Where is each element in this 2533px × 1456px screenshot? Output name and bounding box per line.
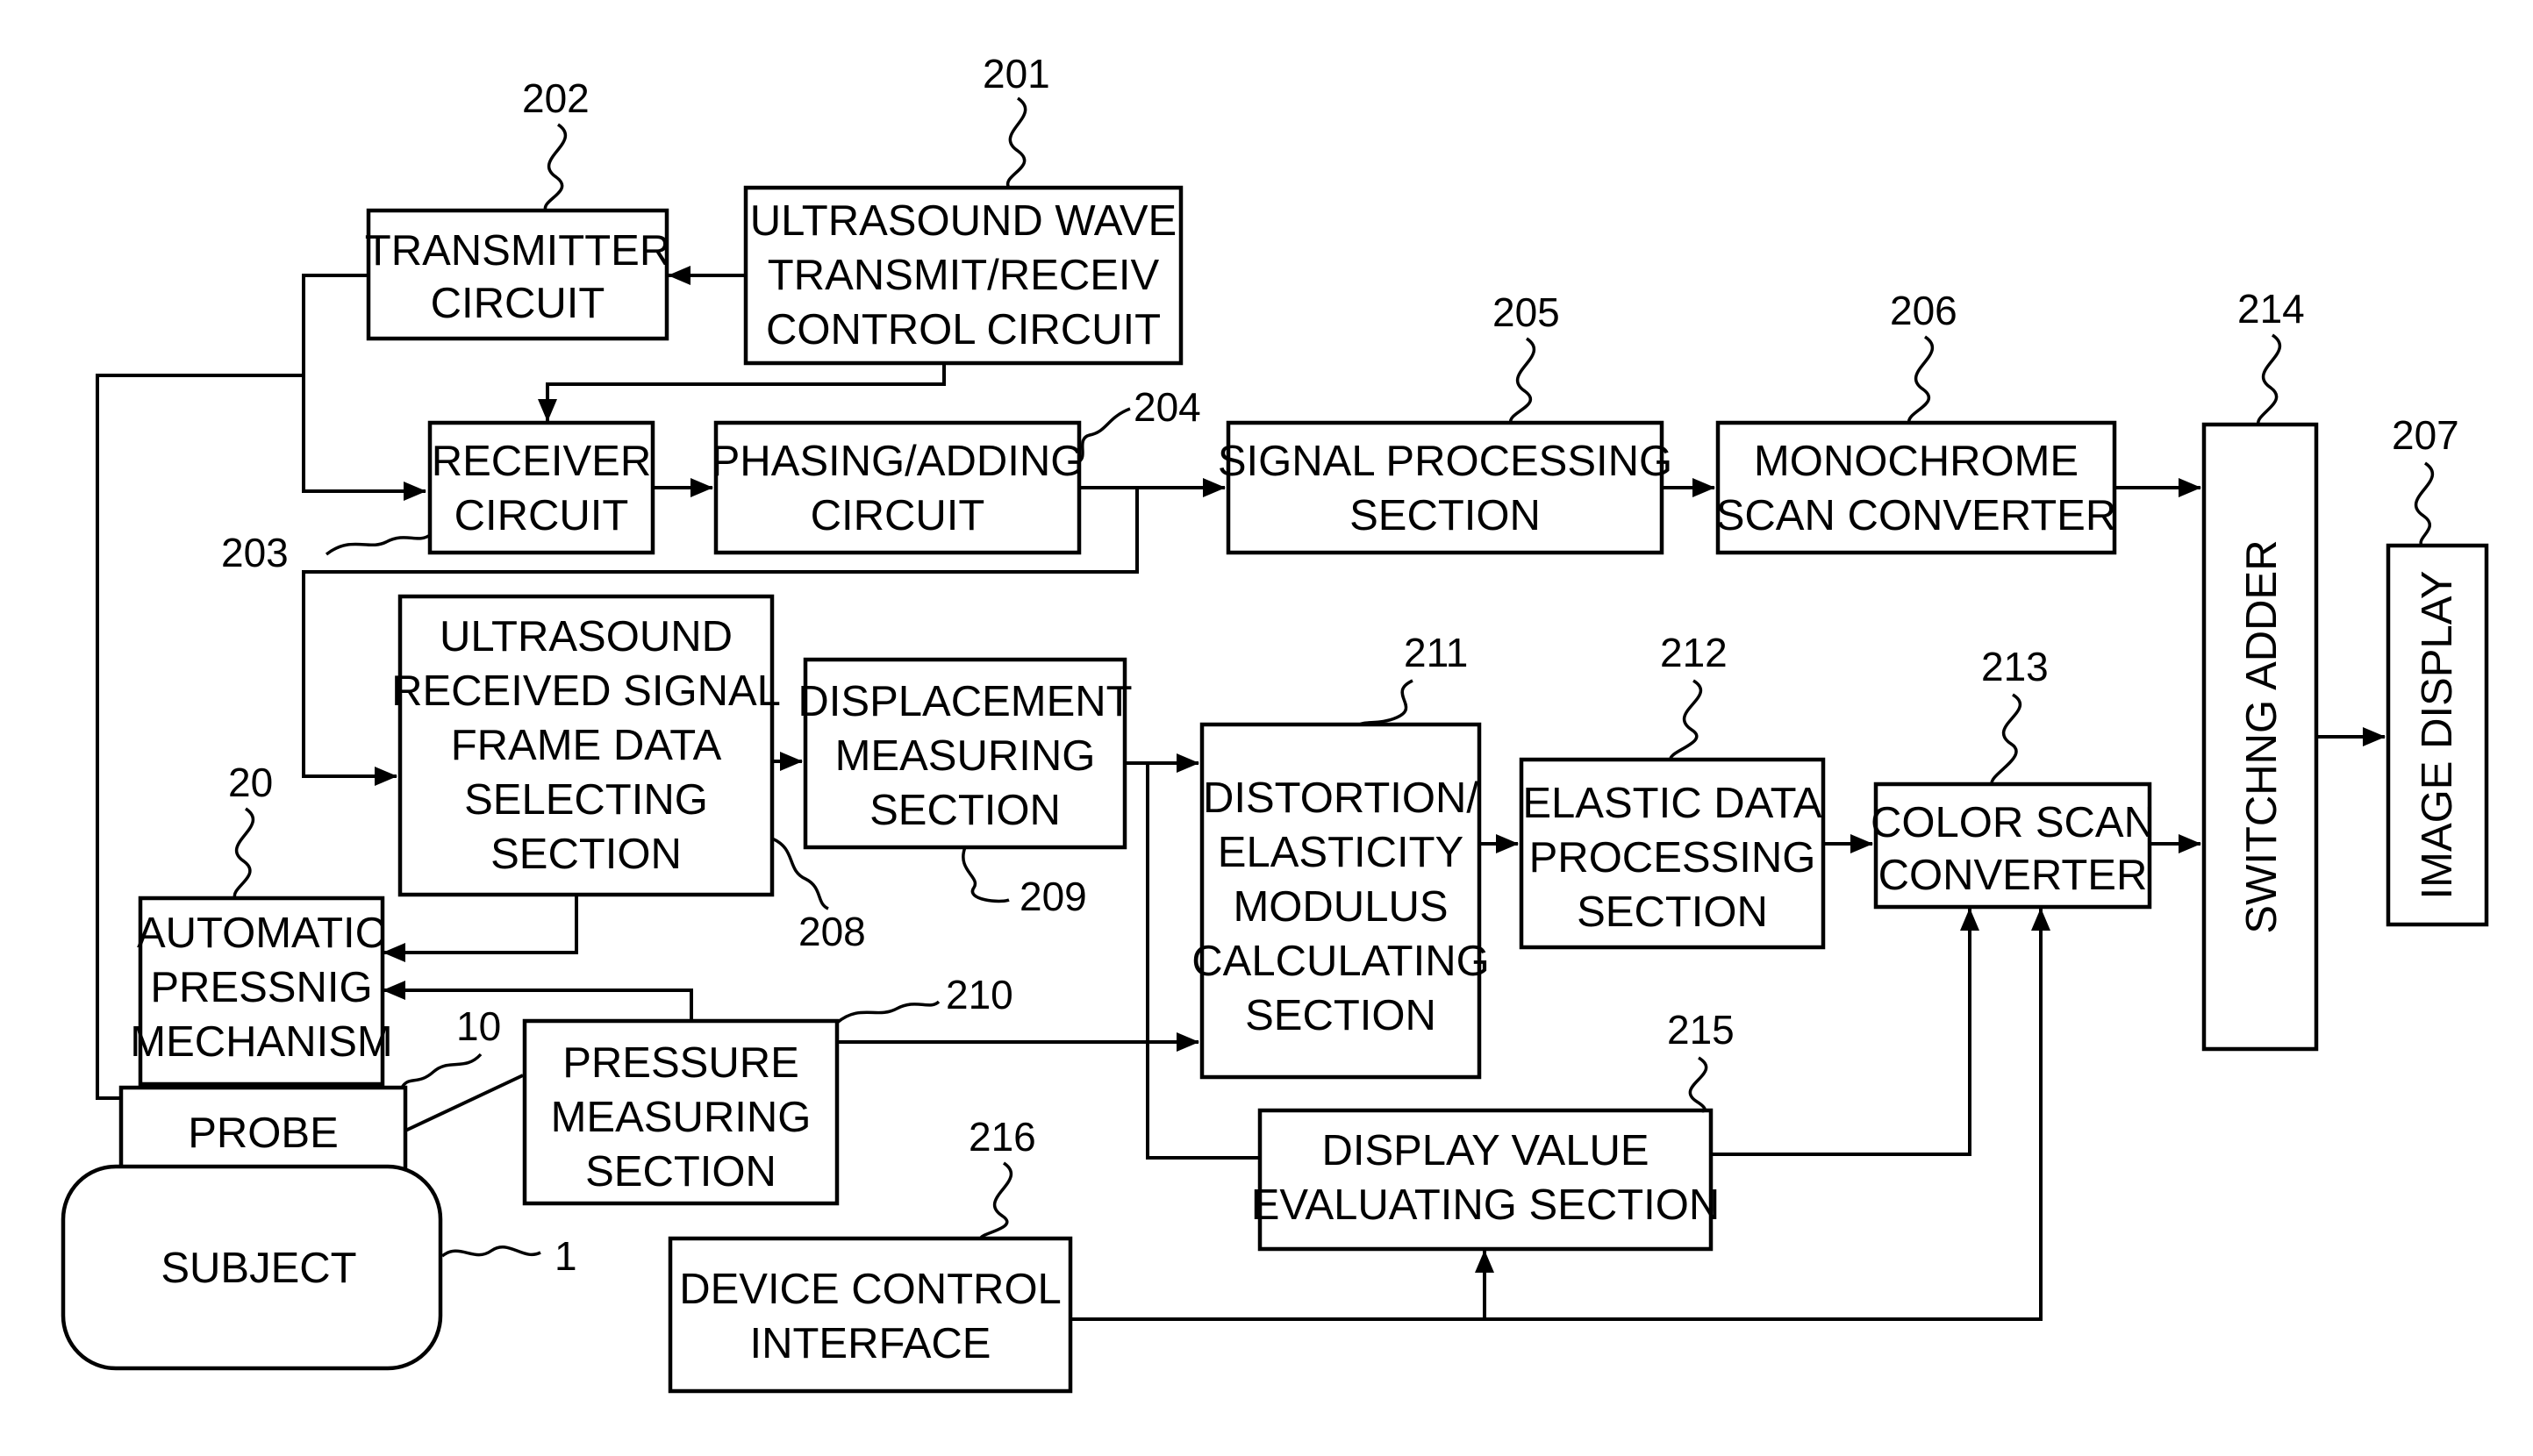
subject-label: SUBJECT [161,1245,356,1292]
block-206: MONOCHROME SCAN CONVERTER [1716,423,2117,553]
ref-215: 215 [1667,1007,1735,1053]
block-213-line-1: COLOR SCAN [1871,799,2155,846]
block-209-line-2: MEASURING [835,732,1096,780]
block-208-line-4: SELECTING [464,776,708,824]
arrow-202-to-203 [304,375,426,491]
ref-203: 203 [221,530,289,575]
block-208-line-2: RECEIVED SIGNAL [391,667,781,715]
block-208-line-3: FRAME DATA [451,722,722,769]
ref-201: 201 [983,51,1050,96]
line-probe-to-210 [404,1075,523,1131]
block-20: AUTOMATIC PRESSNIG MECHANISM [130,898,392,1084]
block-214: SWITCHNG ADDER [2204,425,2316,1049]
block-212-line-1: ELASTIC DATA [1522,780,1822,827]
ref-205: 205 [1492,289,1560,335]
block-211-line-1: DISTORTION/ [1203,774,1478,822]
block-201-line-1: ULTRASOUND WAVE [750,197,1177,245]
block-202: TRANSMITTER CIRCUIT [365,211,670,339]
ref-204: 204 [1134,384,1201,430]
block-211-line-3: MODULUS [1233,883,1448,931]
ref-208: 208 [798,909,866,954]
block-210-line-1: PRESSURE [562,1039,799,1087]
ref-206: 206 [1890,288,1957,333]
block-202-line-2: CIRCUIT [431,280,605,327]
block-208-line-5: SECTION [490,831,682,878]
block-20-line-3: MECHANISM [130,1018,392,1066]
block-210: PRESSURE MEASURING SECTION [525,1021,837,1203]
block-201-line-3: CONTROL CIRCUIT [766,306,1161,353]
block-204-line-2: CIRCUIT [811,492,985,539]
block-201-line-2: TRANSMIT/RECEIV [768,252,1160,299]
block-209: DISPLACEMENT MEASURING SECTION [798,660,1132,847]
block-213: COLOR SCAN CONVERTER [1871,784,2155,907]
block-203-line-2: CIRCUIT [454,492,629,539]
block-209-line-3: SECTION [869,787,1061,834]
ref-210: 210 [946,972,1013,1017]
ref-214: 214 [2237,286,2305,332]
block-206-line-2: SCAN CONVERTER [1716,492,2117,539]
block-216: DEVICE CONTROL INTERFACE [670,1238,1070,1391]
arrow-208-to-20 [383,895,576,953]
ref-212: 212 [1660,630,1728,675]
block-209-line-1: DISPLACEMENT [798,678,1132,725]
block-207-label: IMAGE DISPLAY [2414,571,2461,900]
block-205-line-2: SECTION [1349,492,1541,539]
block-211-line-5: SECTION [1245,992,1436,1039]
ref-202: 202 [522,75,590,121]
ref-10: 10 [456,1003,501,1049]
arrow-201-to-203 [547,363,944,421]
block-203-line-1: RECEIVER [432,438,652,485]
block-216-line-1: DEVICE CONTROL [679,1266,1062,1313]
block-204: PHASING/ADDING CIRCUIT [712,423,1084,553]
block-207: IMAGE DISPLAY [2388,546,2486,924]
block-202-line-1: TRANSMITTER [365,227,670,275]
block-212: ELASTIC DATA PROCESSING SECTION [1521,760,1823,947]
block-212-line-3: SECTION [1577,889,1768,936]
arrow-210-to-20 [383,990,691,1020]
ref-216: 216 [969,1114,1036,1160]
block-203: RECEIVER CIRCUIT [430,423,653,553]
block-20-line-1: AUTOMATIC [137,910,386,957]
block-201: ULTRASOUND WAVE TRANSMIT/RECEIV CONTROL … [746,188,1181,363]
block-215-line-2: EVALUATING SECTION [1251,1181,1721,1229]
block-215: DISPLAY VALUE EVALUATING SECTION [1251,1110,1721,1249]
block-205-line-1: SIGNAL PROCESSING [1218,438,1672,485]
block-214-label: SWITCHNG ADDER [2238,539,2286,933]
block-213-line-2: CONVERTER [1878,852,2148,899]
block-216-line-2: INTERFACE [750,1320,991,1367]
block-208: ULTRASOUND RECEIVED SIGNAL FRAME DATA SE… [391,596,781,895]
block-211: DISTORTION/ ELASTICITY MODULUS CALCULATI… [1191,724,1489,1077]
probe-label: PROBE [188,1110,339,1157]
block-probe: PROBE [121,1088,405,1175]
ref-20: 20 [228,760,273,805]
block-212-line-2: PROCESSING [1529,834,1816,881]
ref-213: 213 [1981,644,2049,689]
block-211-line-4: CALCULATING [1191,938,1489,985]
ref-207: 207 [2392,412,2459,458]
ref-211: 211 [1404,630,1468,675]
block-215-line-1: DISPLAY VALUE [1321,1127,1649,1174]
ref-1: 1 [555,1233,577,1279]
block-205: SIGNAL PROCESSING SECTION [1218,423,1672,553]
block-208-line-1: ULTRASOUND [440,613,733,660]
block-20-line-2: PRESSNIG [150,964,372,1011]
block-206-line-1: MONOCHROME [1754,438,2079,485]
block-subject: SUBJECT [63,1167,440,1368]
block-204-line-1: PHASING/ADDING [712,438,1084,485]
block-210-line-2: MEASURING [551,1094,812,1141]
block-210-line-3: SECTION [585,1148,776,1195]
block-211-line-2: ELASTICITY [1218,829,1463,876]
ref-209: 209 [1020,874,1087,919]
